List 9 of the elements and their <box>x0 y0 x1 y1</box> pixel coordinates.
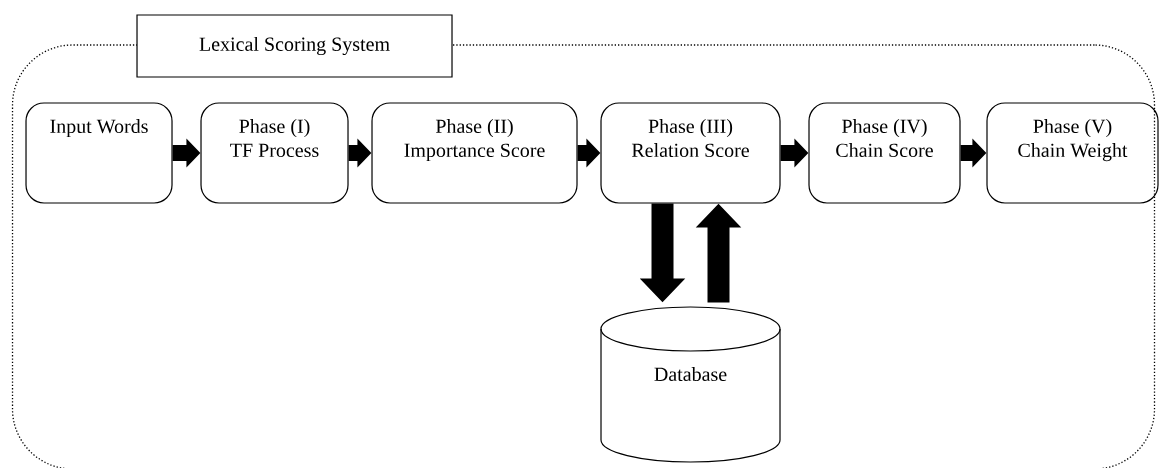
process-box: Phase (III) Relation Score <box>600 102 781 204</box>
title-box: Lexical Scoring System <box>136 14 453 78</box>
process-box: Input Words <box>25 102 173 204</box>
database-cylinder: Database <box>600 306 781 463</box>
process-box: Phase (IV) Chain Score <box>808 102 961 204</box>
process-box: Phase (II) Importance Score <box>371 102 578 204</box>
node-label: Database <box>654 366 727 382</box>
process-box: Phase (I) TF Process <box>200 102 349 204</box>
process-box: Phase (V) Chain Weight <box>986 102 1159 204</box>
